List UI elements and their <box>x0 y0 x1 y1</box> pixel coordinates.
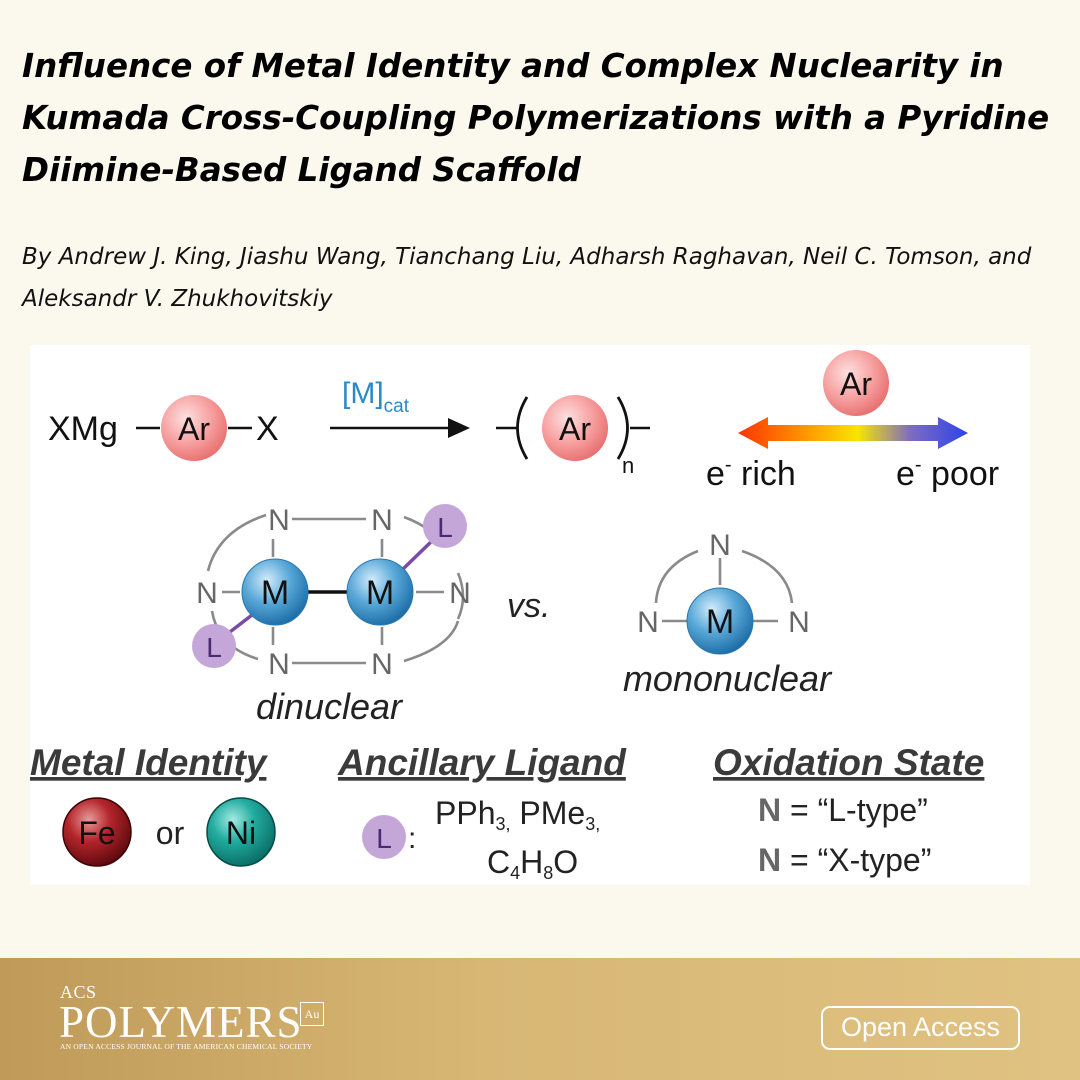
poor-label: e- poor <box>896 454 999 493</box>
nickel-bubble <box>206 797 276 867</box>
rich-label: e- rich <box>706 454 796 493</box>
svg-text::: : <box>408 822 416 855</box>
svg-text:N: N <box>449 577 471 610</box>
catalyst-label: [M]cat <box>342 377 410 417</box>
polymer-aryl-bubble <box>542 395 608 461</box>
or-label: or <box>156 815 185 851</box>
svg-text:N: N <box>268 504 290 537</box>
author-list: By Andrew J. King, Jiashu Wang, Tianchan… <box>22 244 1032 312</box>
versus-label: vs. <box>507 587 550 625</box>
svg-text:L: L <box>437 512 453 543</box>
scale-aryl-label: Ar <box>840 366 872 402</box>
logo-au-badge: Au <box>300 1002 324 1026</box>
logo-polymers: POLYMERS <box>59 997 303 1047</box>
rich-poor-arrow <box>738 417 968 449</box>
logo-tagline: AN OPEN ACCESS JOURNAL OF THE AMERICAN C… <box>60 1042 313 1051</box>
svg-text:L: L <box>206 632 222 663</box>
electron-scale: Ar e- rich e- poor <box>706 350 999 493</box>
scale-aryl-bubble <box>823 350 889 416</box>
svg-text:N: N <box>637 606 659 639</box>
svg-text:M: M <box>366 574 394 612</box>
svg-text:N: N <box>196 577 218 610</box>
ligand-top-right <box>423 504 467 548</box>
metal-center-right <box>346 558 414 626</box>
iron-label: Fe <box>78 815 115 851</box>
aryl-bubble <box>161 395 227 461</box>
halide-label: X <box>256 410 279 448</box>
dinuclear-complex: M M L L N N N N N N dinuclear <box>192 504 471 727</box>
mononuclear-caption: mononuclear <box>623 658 833 699</box>
toc-graphic: XMg Ar X [M]cat Ar n Ar e- rich e- poor <box>30 345 1030 885</box>
metal-identity-heading: Metal Identity <box>30 742 269 783</box>
journal-footer: ACS POLYMERS Au AN OPEN ACCESS JOURNAL O… <box>0 958 1080 1080</box>
metal-identity-section: Metal Identity Fe or Ni <box>30 742 276 867</box>
ligand-list-line1: PPh3, PMe3, <box>435 795 600 834</box>
ligand-label: L <box>376 823 392 854</box>
dinuclear-caption: dinuclear <box>256 686 404 727</box>
ligand-bottom-left <box>192 624 236 668</box>
oxidation-state-heading: Oxidation State <box>713 742 984 783</box>
oxidation-state-section: Oxidation State N = “L-type” N = “X-type… <box>713 742 984 878</box>
polymer-aryl-label: Ar <box>559 411 591 447</box>
ancillary-ligand-section: Ancillary Ligand L : PPh3, PMe3, C4H8O <box>337 742 627 883</box>
l-type-line: N = “L-type” <box>758 792 928 828</box>
logo-acs: ACS <box>60 982 97 1002</box>
ancillary-ligand-heading: Ancillary Ligand <box>337 742 627 783</box>
ligand-list-line2: C4H8O <box>487 844 578 883</box>
iron-bubble <box>62 797 132 867</box>
svg-text:M: M <box>261 574 289 612</box>
paper-title: Influence of Metal Identity and Complex … <box>22 47 1050 189</box>
svg-text:M: M <box>706 603 734 641</box>
reaction-arrowhead <box>448 418 470 438</box>
svg-text:N: N <box>788 606 810 639</box>
polymer-bracket-right <box>616 396 629 460</box>
metal-center-left <box>241 558 309 626</box>
polymer-bracket-left <box>516 396 529 460</box>
svg-text:N: N <box>371 648 393 681</box>
ligand-bubble <box>362 815 406 859</box>
monomer-prefix: XMg <box>48 410 118 448</box>
aryl-label: Ar <box>178 411 210 447</box>
svg-text:N: N <box>268 648 290 681</box>
svg-text:N: N <box>371 504 393 537</box>
nickel-label: Ni <box>226 815 256 851</box>
x-type-line: N = “X-type” <box>758 842 931 878</box>
mononuclear-complex: M N N N mononuclear <box>623 529 833 699</box>
svg-text:N: N <box>709 529 731 562</box>
repeat-n: n <box>622 453 634 478</box>
open-access-badge[interactable]: Open Access <box>821 1006 1020 1050</box>
mono-metal-center <box>686 587 754 655</box>
reaction-scheme: XMg Ar X [M]cat Ar n <box>48 377 650 478</box>
